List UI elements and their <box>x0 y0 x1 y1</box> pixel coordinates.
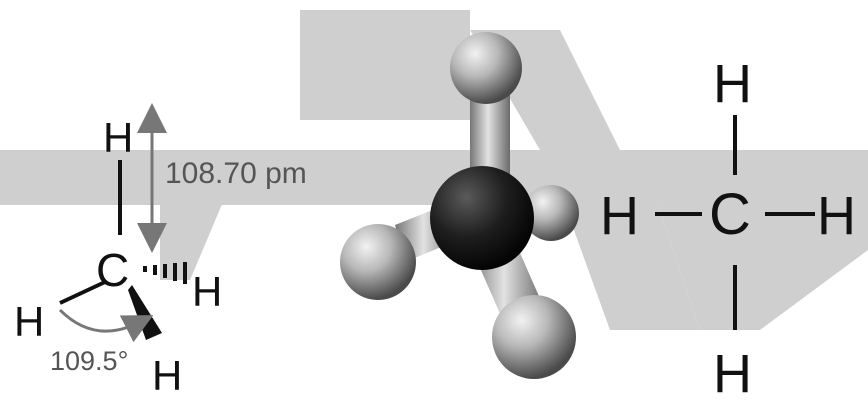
hydrogen-ball-top <box>450 32 522 104</box>
structural-formula: H C H H H <box>600 54 856 403</box>
struct-atom-h-bottom: H <box>713 344 752 403</box>
hydrogen-ball-bottom <box>492 295 576 379</box>
struct-atom-h-top: H <box>713 54 752 114</box>
struct-atom-h-right: H <box>817 186 856 246</box>
atom-h-bottom: H <box>152 352 182 399</box>
bond-length-label: 108.70 pm <box>165 157 307 190</box>
wedge-dash-structure: H C H H H 108.70 pm 109.5° <box>14 103 307 399</box>
atom-carbon: C <box>96 244 129 296</box>
atom-h-top: H <box>103 114 133 161</box>
bond-c-h-wedge <box>128 285 162 340</box>
background-watermark <box>0 10 868 330</box>
hydrogen-ball-left <box>340 224 416 300</box>
bond-angle-label: 109.5° <box>50 346 128 376</box>
struct-atom-h-left: H <box>600 186 639 246</box>
bond-angle-arc <box>58 308 154 343</box>
ball-and-stick-model <box>340 32 579 379</box>
hydrogen-ball-right <box>523 185 579 241</box>
atom-h-right: H <box>192 268 222 315</box>
bond-c-h-left <box>59 280 106 305</box>
struct-atom-carbon: C <box>709 182 751 247</box>
bond-c-h-hashed <box>143 262 187 284</box>
atom-h-left: H <box>14 298 44 345</box>
carbon-ball <box>430 166 534 270</box>
